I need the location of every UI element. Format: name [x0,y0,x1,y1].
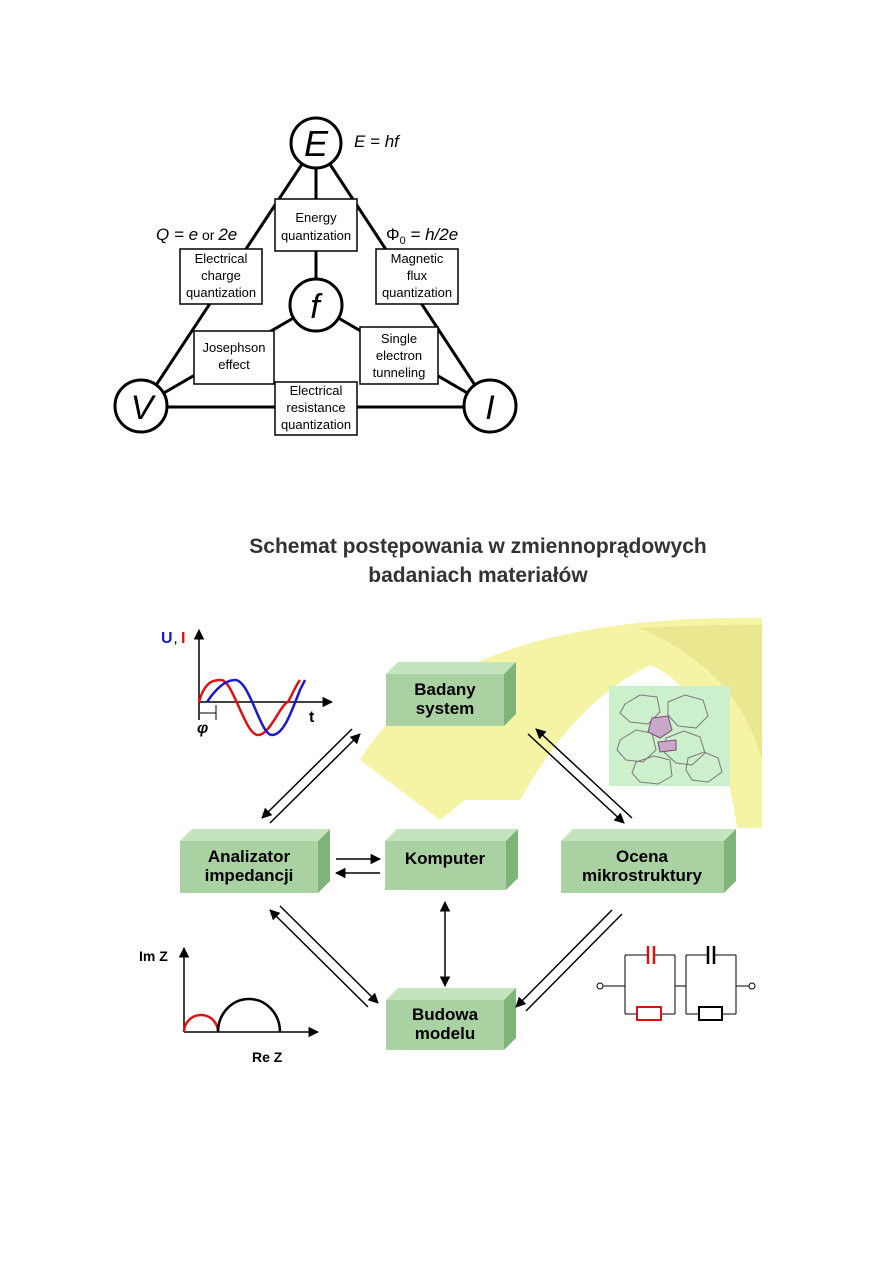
block-budowa-line2: modelu [415,1024,475,1043]
scheme-title-line2: badaniach materiałów [368,564,588,587]
waveform-i-label: I [181,630,185,647]
voltage-wave [205,678,307,737]
block-badany-line2: system [416,699,475,718]
nyquist-plot: Im Z Re Z [139,946,320,1065]
box-charge-line3: quantization [186,285,256,300]
waveform-chart: U , I t φ [161,628,334,737]
box-josephson-line2: effect [218,357,250,372]
block-budowa-line1: Budowa [412,1005,479,1024]
node-i: I [462,378,518,434]
yellow-arrow-shade [640,625,762,760]
waveform-phi-label: φ [197,720,208,737]
node-v: V [113,378,169,434]
resistor-black [698,1006,723,1021]
waveform-u-label: U [161,630,173,647]
formula-charge: Q = e or 2e [156,225,237,244]
waveform-comma: , [174,634,177,646]
box-energy-quantization: Energy quantization [274,198,358,252]
box-magnetic-flux-quantization: Magnetic flux quantization [375,248,459,305]
flow-arrows [261,728,633,1012]
nyquist-y-label: Im Z [139,948,168,964]
box-resistance-line2: resistance [286,400,345,415]
node-i-label: I [485,389,495,427]
block-komputer-label: Komputer [405,849,486,868]
node-e-label: E [304,123,329,164]
box-single-line1: Single [381,331,417,346]
box-electrical-resistance-quantization: Electrical resistance quantization [274,381,358,436]
block-ocena-line2: mikrostruktury [582,866,703,885]
box-flux-line2: flux [407,268,428,283]
block-analizator-impedancji: Analizator impedancji [180,829,330,893]
scheme-title-line1: Schemat postępowania w zmiennoprądowych [249,535,706,558]
resistor-red [636,1006,662,1021]
formula-energy: E = hf [354,132,401,151]
box-single-line3: tunneling [373,365,426,380]
box-single-line2: electron [376,348,422,363]
node-f: f [288,277,344,333]
formula-flux: Φ0 = h/2e [386,225,458,247]
block-analizator-line1: Analizator [208,847,291,866]
box-flux-line3: quantization [382,285,452,300]
box-energy-line1: Energy [295,210,337,225]
block-budowa-modelu: Budowa modelu [386,988,516,1050]
block-analizator-line2: impedancji [205,866,294,885]
capacitor-red [646,946,656,964]
box-josephson-effect: Josephson effect [193,330,275,385]
waveform-t-label: t [309,709,315,726]
node-v-label: V [131,389,157,427]
block-ocena-line1: Ocena [616,847,669,866]
current-wave [197,678,302,737]
box-charge-line2: charge [201,268,241,283]
nyquist-small-arc [182,1013,220,1033]
capacitor-black [706,946,716,964]
block-badany-system: Badany system [386,662,516,726]
box-charge-line1: Electrical [195,251,248,266]
block-komputer: Komputer [385,829,518,890]
box-flux-line1: Magnetic [391,251,444,266]
quantum-triangle-diagram: Energy quantization Electrical charge qu… [113,116,518,436]
box-energy-line2: quantization [281,228,351,243]
box-single-electron-tunneling: Single electron tunneling [359,326,439,385]
node-e: E [289,116,343,170]
scheme-diagram: Schemat postępowania w zmiennoprądowych … [139,535,762,1065]
nyquist-large-arc [216,997,282,1033]
box-josephson-line1: Josephson [203,340,266,355]
box-resistance-line3: quantization [281,417,351,432]
equivalent-circuit [596,946,756,1021]
microstructure-image [609,686,730,786]
nyquist-x-label: Re Z [252,1049,283,1065]
block-ocena-mikrostruktury: Ocena mikrostruktury [561,829,736,893]
box-resistance-line1: Electrical [290,383,343,398]
block-badany-line1: Badany [414,680,476,699]
box-electrical-charge-quantization: Electrical charge quantization [179,248,263,305]
